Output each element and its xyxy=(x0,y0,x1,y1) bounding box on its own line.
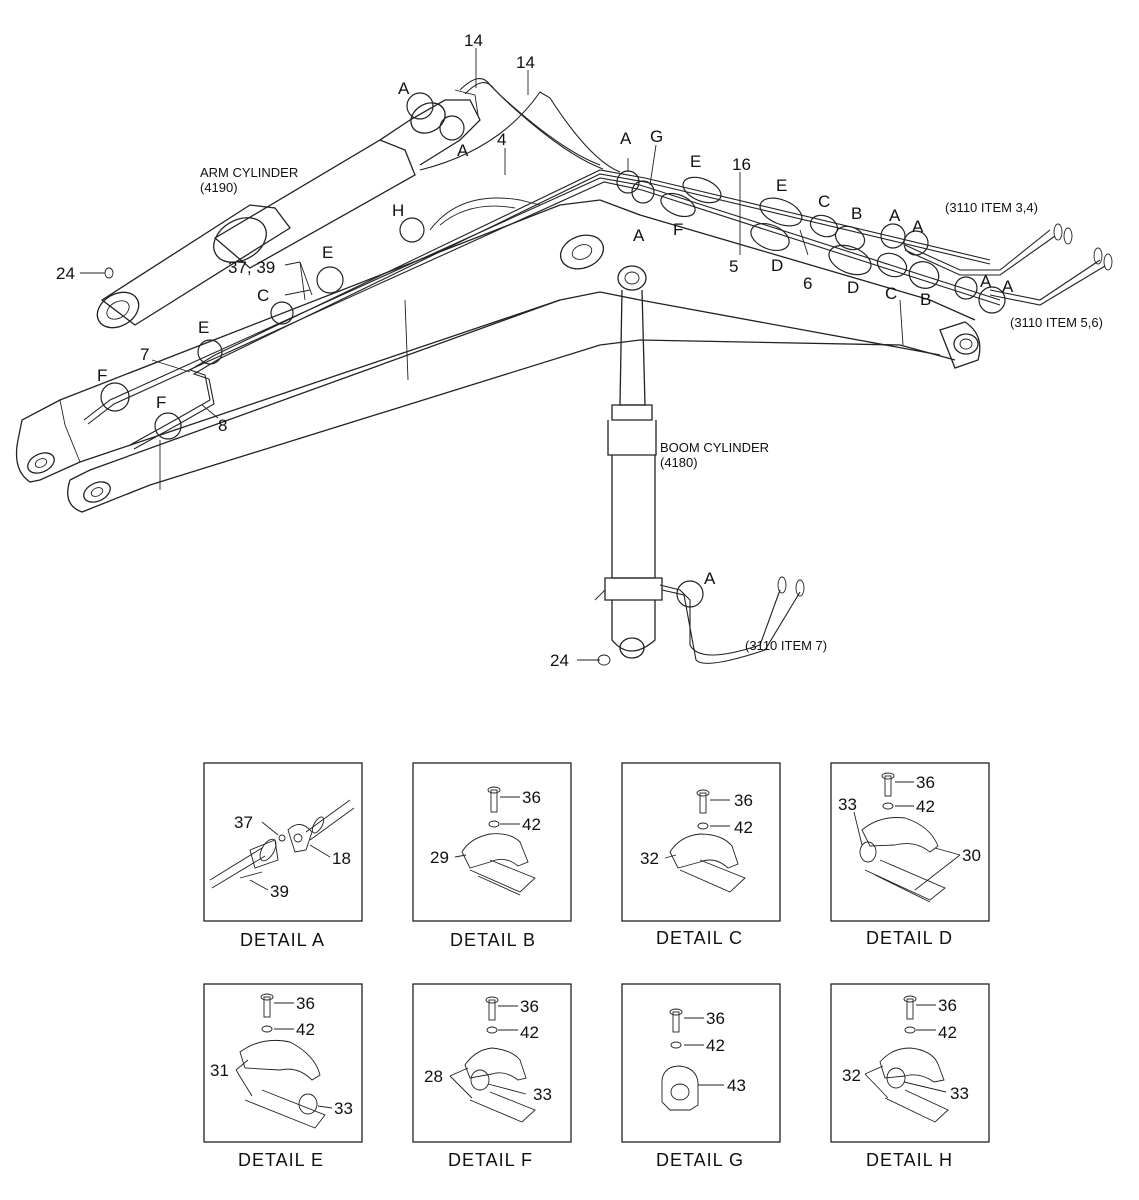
boom-body xyxy=(15,197,981,513)
detail-a-panel: 37 18 39 DETAIL A xyxy=(203,762,363,950)
boom-pipes xyxy=(83,78,1113,664)
arm-cylinder-name: ARM CYLINDER xyxy=(200,165,298,180)
detail-c-label-36: 36 xyxy=(734,791,753,810)
label-24a: 24 xyxy=(56,264,75,283)
label-g: G xyxy=(650,127,663,146)
label-7: 7 xyxy=(140,345,149,364)
detail-h-label-42: 42 xyxy=(938,1023,957,1042)
detail-e-label-33: 33 xyxy=(334,1099,353,1118)
detail-d-label-36: 36 xyxy=(916,773,935,792)
label-f3: F xyxy=(156,393,166,412)
label-4: 4 xyxy=(497,130,506,149)
label-f1: F xyxy=(673,220,683,239)
detail-c-caption: DETAIL C xyxy=(656,928,743,948)
callout-circles xyxy=(100,92,1006,608)
detail-b-panel: 36 42 29 DETAIL B xyxy=(412,762,572,950)
detail-b-label-42: 42 xyxy=(522,815,541,834)
main-part-labels: 14 14 4 16 5 6 7 8 24 24 37, 39 A A A A … xyxy=(56,31,1103,670)
detail-h-label-36: 36 xyxy=(938,996,957,1015)
reference-3110-3-4: (3110 ITEM 3,4) xyxy=(945,200,1038,215)
label-37-39: 37, 39 xyxy=(228,258,275,277)
detail-c-panel: 36 42 32 DETAIL C xyxy=(621,762,781,948)
label-a7: A xyxy=(980,272,992,291)
boom-assembly-drawing: 14 14 4 16 5 6 7 8 24 24 37, 39 A A A A … xyxy=(15,31,1113,670)
label-a3: A xyxy=(620,129,632,148)
label-c2: C xyxy=(885,284,897,303)
detail-g-panel: 36 42 43 DETAIL G xyxy=(621,983,781,1170)
detail-h-label-33: 33 xyxy=(950,1084,969,1103)
detail-c-label-32: 32 xyxy=(640,849,659,868)
detail-d-caption: DETAIL D xyxy=(866,928,953,948)
detail-e-label-36: 36 xyxy=(296,994,315,1013)
boom-cylinder-code: (4180) xyxy=(660,455,698,470)
label-24b: 24 xyxy=(550,651,569,670)
detail-g-label-36: 36 xyxy=(706,1009,725,1028)
label-5: 5 xyxy=(729,257,738,276)
detail-a-caption: DETAIL A xyxy=(240,930,325,950)
detail-b-label-36: 36 xyxy=(522,788,541,807)
label-8: 8 xyxy=(218,416,227,435)
arm-cylinder xyxy=(96,89,481,329)
label-c3: C xyxy=(257,286,269,305)
label-e3: E xyxy=(322,243,333,262)
detail-f-caption: DETAIL F xyxy=(448,1150,533,1170)
arm-cylinder-code: (4190) xyxy=(200,180,238,195)
label-e2: E xyxy=(776,176,787,195)
label-a6: A xyxy=(912,217,924,236)
detail-e-panel: 36 42 31 33 DETAIL E xyxy=(203,983,363,1170)
detail-f-label-28: 28 xyxy=(424,1067,443,1086)
label-16: 16 xyxy=(732,155,751,174)
detail-f-label-42: 42 xyxy=(520,1023,539,1042)
detail-f-label-36: 36 xyxy=(520,997,539,1016)
boom-cylinder-name: BOOM CYLINDER xyxy=(660,440,769,455)
detail-b-caption: DETAIL B xyxy=(450,930,536,950)
label-d2: D xyxy=(847,278,859,297)
detail-e-label-42: 42 xyxy=(296,1020,315,1039)
detail-h-panel: 36 42 32 33 DETAIL H xyxy=(830,983,990,1170)
detail-a-label-37: 37 xyxy=(234,813,253,832)
detail-d-label-33: 33 xyxy=(838,795,857,814)
detail-g-label-42: 42 xyxy=(706,1036,725,1055)
detail-b-label-29: 29 xyxy=(430,848,449,867)
reference-3110-7: (3110 ITEM 7) xyxy=(745,638,827,653)
detail-d-label-30: 30 xyxy=(962,846,981,865)
boom-cylinder xyxy=(594,265,663,659)
label-a8: A xyxy=(1002,277,1014,296)
detail-c-label-42: 42 xyxy=(734,818,753,837)
detail-d-panel: 36 42 33 30 DETAIL D xyxy=(830,762,990,948)
label-d1: D xyxy=(771,256,783,275)
label-a5: A xyxy=(889,206,901,225)
label-a4: A xyxy=(633,226,645,245)
detail-h-label-32: 32 xyxy=(842,1066,861,1085)
detail-d-label-42: 42 xyxy=(916,797,935,816)
label-h: H xyxy=(392,201,404,220)
label-c1: C xyxy=(818,192,830,211)
label-a9: A xyxy=(704,569,716,588)
detail-e-caption: DETAIL E xyxy=(238,1150,324,1170)
label-b2: B xyxy=(920,290,931,309)
detail-h-caption: DETAIL H xyxy=(866,1150,953,1170)
label-f2: F xyxy=(97,366,107,385)
detail-g-label-43: 43 xyxy=(727,1076,746,1095)
reference-3110-5-6: (3110 ITEM 5,6) xyxy=(1010,315,1103,330)
detail-e-label-31: 31 xyxy=(210,1061,229,1080)
detail-f-panel: 36 42 28 33 DETAIL F xyxy=(412,983,572,1170)
label-e4: E xyxy=(198,318,209,337)
label-14b: 14 xyxy=(516,53,535,72)
leader-lines xyxy=(80,48,809,661)
detail-a-label-39: 39 xyxy=(270,882,289,901)
label-6: 6 xyxy=(803,274,812,293)
detail-a-label-18: 18 xyxy=(332,849,351,868)
label-a1: A xyxy=(398,79,410,98)
label-e1: E xyxy=(690,152,701,171)
detail-g-caption: DETAIL G xyxy=(656,1150,744,1170)
detail-f-label-33: 33 xyxy=(533,1085,552,1104)
label-14a: 14 xyxy=(464,31,483,50)
label-a2: A xyxy=(457,141,469,160)
label-b1: B xyxy=(851,204,862,223)
